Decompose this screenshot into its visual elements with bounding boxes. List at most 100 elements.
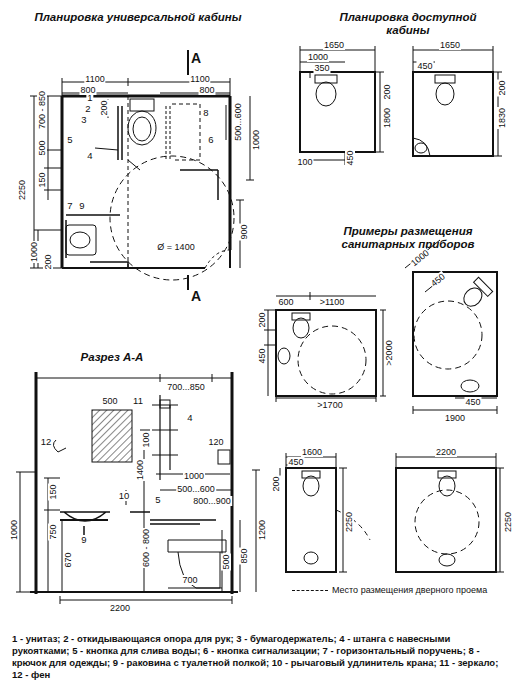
universal-plan-stroke	[70, 232, 90, 248]
dimension: >2000	[384, 339, 394, 366]
caption: 1 - унитаз; 2 - откидывающаяся опора для…	[12, 633, 509, 681]
callout-number: 4	[86, 151, 93, 161]
callout-number: 9	[78, 201, 85, 211]
dimension: 200	[257, 311, 267, 328]
dimension: 600	[277, 297, 294, 307]
dimension: 1100	[84, 74, 105, 84]
bottom-plans-stroke	[395, 495, 397, 540]
section-a-a-stroke	[16, 374, 260, 604]
bottom-plans-stroke	[396, 468, 496, 572]
universal-plan-stroke	[108, 96, 254, 268]
accessible-plans-stroke	[435, 75, 455, 83]
dimension: 200	[99, 99, 109, 116]
universal-plan	[30, 50, 254, 290]
accessible-plans-stroke	[415, 143, 427, 153]
placement-examples-stroke	[459, 277, 493, 311]
callout-number: 5	[66, 135, 73, 145]
dimension: 200	[271, 475, 281, 492]
universal-plan-stroke	[128, 96, 129, 268]
universal-plan-stroke	[187, 275, 189, 290]
dimension: 150	[37, 171, 47, 188]
dimension: 2250	[344, 511, 354, 533]
section-a-a-stroke	[152, 395, 178, 480]
bottom-plans-stroke	[303, 476, 319, 496]
dimension: 700	[181, 575, 198, 585]
section-a-a-stroke	[160, 400, 170, 408]
placement-examples-stroke	[412, 320, 414, 360]
dimension: 500...600	[233, 102, 243, 142]
section-a-a-stroke	[30, 591, 238, 593]
dimension: 1900	[444, 413, 466, 423]
section-a-a-stroke	[60, 519, 108, 521]
dimension: 150	[48, 483, 58, 500]
placement-examples-stroke	[292, 313, 310, 320]
universal-plan-stroke	[62, 250, 230, 268]
dimension: 1600	[301, 447, 323, 457]
section-a-a-stroke	[218, 450, 230, 464]
dimension: 450	[287, 457, 304, 467]
dimension: Ø = 1400	[156, 242, 195, 252]
callout-number: 8	[202, 108, 209, 118]
universal-plan-stroke	[172, 104, 200, 160]
dimension: 200	[382, 83, 392, 100]
universal-plan-stroke	[66, 215, 120, 258]
universal-plan-stroke	[110, 156, 234, 280]
placement-examples	[264, 240, 497, 414]
bottom-plans-stroke	[302, 471, 320, 478]
placement-examples-stroke	[461, 380, 479, 392]
accessible-plans-stroke	[413, 72, 493, 156]
bottom-plans-stroke	[439, 554, 455, 566]
placement-examples-stroke	[276, 310, 376, 396]
accessible-plans-stroke	[413, 46, 502, 156]
universal-plan-stroke	[90, 262, 128, 268]
section-mark: А	[190, 289, 202, 304]
dimension: 1000	[408, 247, 431, 269]
bottom-plans-stroke	[438, 471, 456, 478]
dimension: 1000	[9, 519, 19, 541]
dimension: 670	[63, 551, 73, 568]
callout-number: 5	[154, 495, 161, 505]
dimension: 500	[101, 396, 118, 406]
callout-number: 9	[80, 535, 87, 545]
dimension: 1400	[135, 459, 145, 481]
universal-plan-stroke	[180, 170, 218, 200]
accessible-plans-stroke	[436, 83, 454, 105]
dimension: 1200	[257, 519, 267, 541]
placement-examples-stroke-stroke	[474, 277, 493, 296]
placement-examples-stroke	[298, 326, 366, 394]
bottom-plans-stroke	[439, 476, 455, 496]
dimension: 500...600	[176, 484, 216, 494]
placement-examples-stroke-stroke	[460, 284, 485, 309]
heading: Разрез А-А	[51, 351, 173, 364]
dimension: >1700	[316, 400, 343, 410]
section-a-a-stroke	[53, 440, 66, 452]
dimension: 450	[257, 347, 267, 364]
dashed-sample	[292, 590, 328, 591]
dimension: 700 - 850	[37, 90, 47, 130]
placement-examples-stroke	[375, 330, 377, 370]
heading: Примеры размещения санитарных приборов	[317, 225, 499, 251]
bottom-plans-stroke	[335, 495, 337, 540]
heading: Планировка доступной кабины	[332, 11, 484, 37]
callout-number: 11	[132, 396, 144, 406]
callout-number: 10	[118, 491, 131, 501]
dimension: 100	[296, 157, 313, 167]
accessible-plans-stroke	[316, 82, 336, 106]
dimension: 900	[239, 223, 249, 240]
bottom-plans	[280, 453, 504, 572]
bottom-plans-stroke	[280, 453, 347, 572]
accessible-plans	[300, 46, 502, 165]
dimension: 800...900	[192, 496, 232, 506]
accessible-plans-stroke	[300, 72, 375, 152]
bottom-plans-stroke	[396, 453, 504, 572]
dimension: 500	[37, 139, 47, 156]
dimension: 1650	[323, 40, 345, 50]
section-a-a-stroke	[168, 540, 226, 588]
universal-plan-stroke	[118, 106, 122, 160]
legend-text: Место размещения дверного проема	[332, 585, 487, 595]
dimension: 800	[198, 85, 215, 95]
callout-number: 4	[186, 413, 193, 423]
bottom-plans-stroke	[286, 468, 336, 572]
universal-plan-stroke	[187, 50, 189, 75]
